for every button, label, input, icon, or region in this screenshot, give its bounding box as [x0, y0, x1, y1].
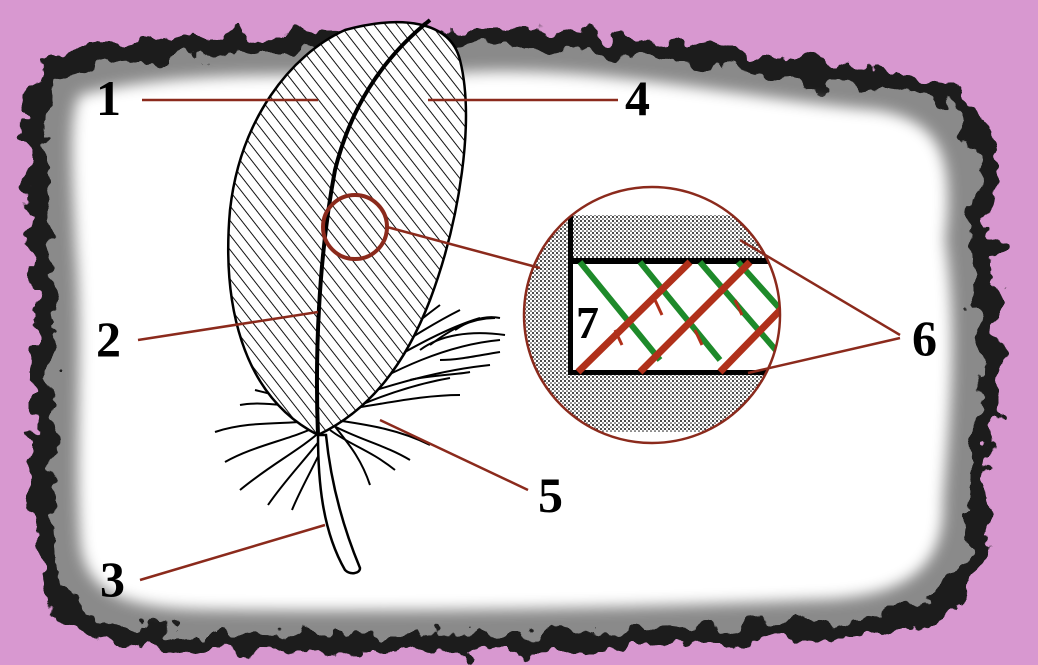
label-5: 5 [538, 467, 563, 523]
label-2: 2 [96, 311, 121, 367]
paper-background [26, 28, 1000, 652]
label-4: 4 [625, 70, 650, 126]
label-6: 6 [912, 310, 937, 366]
label-1: 1 [96, 70, 121, 126]
label-7: 7 [576, 297, 599, 348]
label-3: 3 [100, 551, 125, 607]
